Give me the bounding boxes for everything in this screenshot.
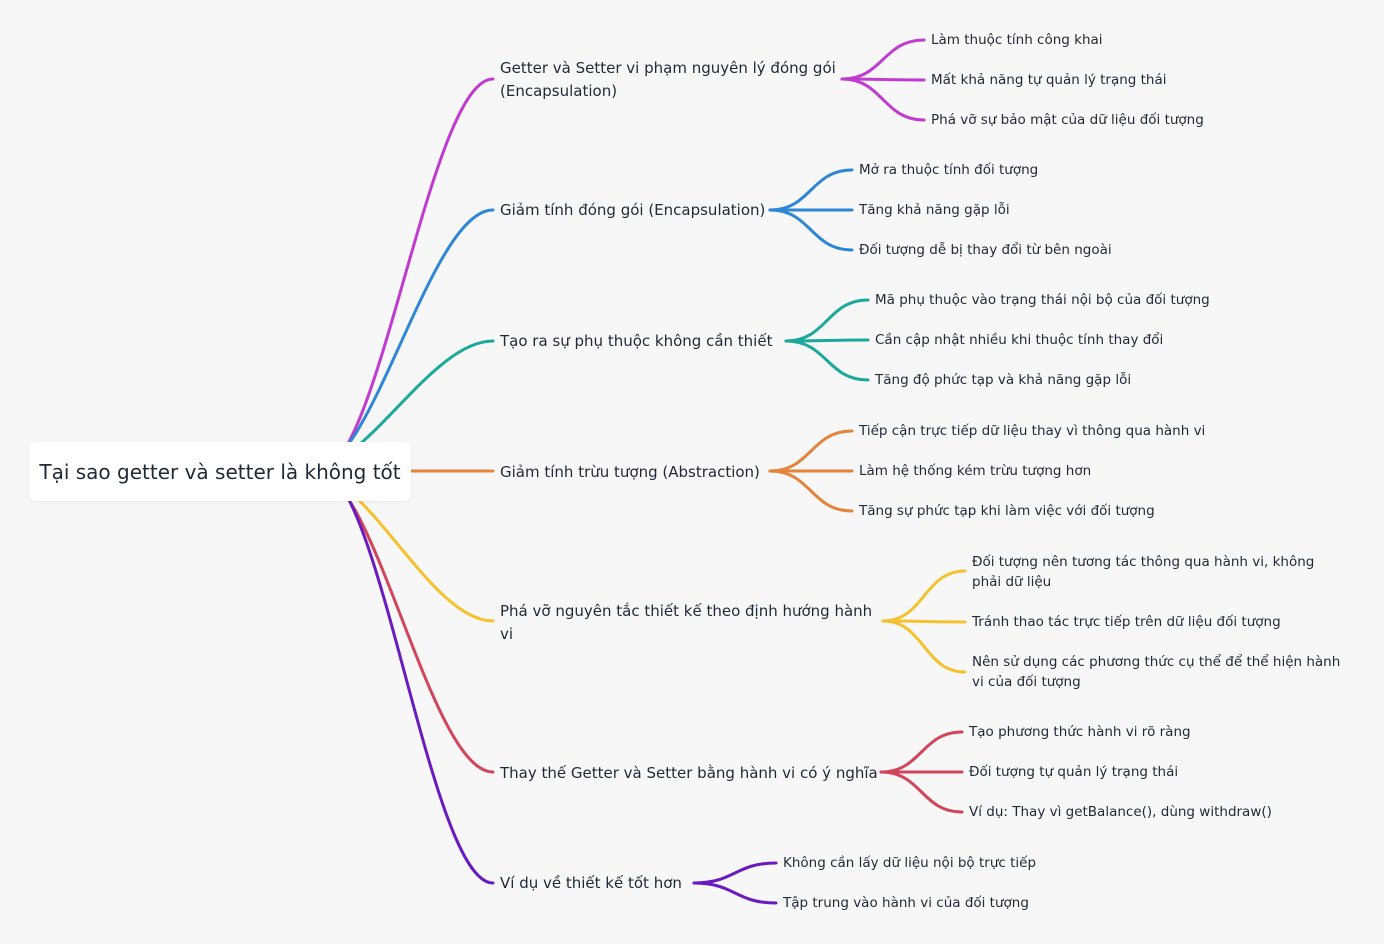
leaf-topic-label: Làm hệ thống kém trừu tượng hơn bbox=[859, 463, 1092, 479]
branch-topic-label: Phá vỡ nguyên tắc thiết kế theo định hướ… bbox=[500, 602, 873, 643]
leaf-topic-label: Đối tượng tự quản lý trạng thái bbox=[969, 764, 1179, 780]
leaf-connector bbox=[784, 298, 870, 343]
leaf-connector bbox=[768, 469, 854, 513]
leaf-topic-label: Tạo phương thức hành vi rõ ràng bbox=[969, 724, 1191, 740]
leaf-topic-label: Không cần lấy dữ liệu nội bộ trực tiếp bbox=[783, 855, 1037, 871]
branch-topic-label: Ví dụ về thiết kế tốt hơn bbox=[500, 874, 682, 892]
leaf-connector bbox=[881, 569, 967, 623]
leaf-topic-label: Tăng khả năng gặp lỗi bbox=[859, 202, 1010, 218]
leaf-connector bbox=[881, 619, 967, 674]
leaf-connector bbox=[879, 730, 964, 774]
leaf-topic[interactable]: Mất khả năng tự quản lý trạng thái bbox=[931, 70, 1167, 90]
branch-topic[interactable]: Phá vỡ nguyên tắc thiết kế theo định hướ… bbox=[500, 600, 880, 646]
leaf-topic-label: Tăng sự phức tạp khi làm việc với đối tư… bbox=[859, 503, 1155, 519]
root-connector bbox=[318, 77, 495, 473]
branch-topic-label: Giảm tính đóng gói (Encapsulation) bbox=[500, 201, 766, 219]
leaf-topic[interactable]: Làm hệ thống kém trừu tượng hơn bbox=[859, 461, 1091, 481]
branch-topic[interactable]: Tạo ra sự phụ thuộc không cần thiết bbox=[500, 330, 772, 353]
branch-topic[interactable]: Giảm tính đóng gói (Encapsulation) bbox=[500, 199, 765, 222]
leaf-connector bbox=[768, 208, 854, 252]
leaf-topic-label: Cần cập nhật nhiều khi thuộc tính thay đ… bbox=[875, 332, 1164, 348]
leaf-topic[interactable]: Cần cập nhật nhiều khi thuộc tính thay đ… bbox=[875, 330, 1163, 350]
branch-topic[interactable]: Thay thế Getter và Setter bằng hành vi c… bbox=[500, 762, 878, 785]
leaf-topic-label: Mã phụ thuộc vào trạng thái nội bộ của đ… bbox=[875, 292, 1210, 308]
leaf-topic[interactable]: Đối tượng tự quản lý trạng thái bbox=[969, 762, 1178, 782]
branch-topic[interactable]: Giảm tính trừu tượng (Abstraction) bbox=[500, 461, 760, 484]
leaf-topic-label: Phá vỡ sự bảo mật của dữ liệu đối tượng bbox=[931, 112, 1204, 128]
leaf-topic-label: Đối tượng nên tương tác thông qua hành v… bbox=[972, 554, 1315, 590]
leaf-topic[interactable]: Nên sử dụng các phương thức cụ thể để th… bbox=[972, 652, 1352, 692]
leaf-topic-label: Mở ra thuộc tính đối tượng bbox=[859, 162, 1039, 178]
leaf-topic-label: Tiếp cận trực tiếp dữ liệu thay vì thông… bbox=[859, 423, 1206, 439]
leaf-topic[interactable]: Tạo phương thức hành vi rõ ràng bbox=[969, 722, 1191, 742]
leaf-topic[interactable]: Ví dụ: Thay vì getBalance(), dùng withdr… bbox=[969, 802, 1272, 822]
root-connector bbox=[319, 469, 495, 885]
leaf-connector bbox=[768, 429, 854, 473]
leaf-connector bbox=[840, 77, 926, 122]
branch-topic[interactable]: Getter và Setter vi phạm nguyên lý đóng … bbox=[500, 57, 840, 103]
root-topic-label: Tại sao getter và setter là không tốt bbox=[39, 459, 401, 484]
branch-topic-label: Thay thế Getter và Setter bằng hành vi c… bbox=[500, 764, 878, 782]
leaf-topic[interactable]: Không cần lấy dữ liệu nội bộ trực tiếp bbox=[783, 853, 1036, 873]
leaf-topic[interactable]: Mở ra thuộc tính đối tượng bbox=[859, 160, 1038, 180]
leaf-topic-label: Đối tượng dễ bị thay đổi từ bên ngoài bbox=[859, 242, 1112, 258]
leaf-topic-label: Tăng độ phức tạp và khả năng gặp lỗi bbox=[875, 372, 1132, 388]
leaf-topic[interactable]: Mã phụ thuộc vào trạng thái nội bộ của đ… bbox=[875, 290, 1210, 310]
leaf-connector bbox=[692, 861, 778, 885]
leaf-connector bbox=[840, 38, 926, 81]
leaf-topic[interactable]: Tăng độ phức tạp và khả năng gặp lỗi bbox=[875, 370, 1131, 390]
leaf-connector bbox=[784, 339, 870, 382]
root-connector bbox=[313, 469, 495, 774]
branch-topic-label: Getter và Setter vi phạm nguyên lý đóng … bbox=[500, 59, 836, 100]
leaf-topic-label: Ví dụ: Thay vì getBalance(), dùng withdr… bbox=[969, 804, 1272, 820]
leaf-connector bbox=[768, 168, 854, 212]
leaf-connector bbox=[879, 770, 964, 814]
branch-topic[interactable]: Ví dụ về thiết kế tốt hơn bbox=[500, 872, 682, 895]
leaf-topic[interactable]: Tập trung vào hành vi của đối tượng bbox=[783, 893, 1029, 913]
branch-topic-label: Tạo ra sự phụ thuộc không cần thiết bbox=[500, 332, 773, 350]
leaf-topic[interactable]: Tiếp cận trực tiếp dữ liệu thay vì thông… bbox=[859, 421, 1205, 441]
leaf-topic[interactable]: Tránh thao tác trực tiếp trên dữ liệu đố… bbox=[972, 612, 1281, 632]
leaf-topic[interactable]: Tăng sự phức tạp khi làm việc với đối tư… bbox=[859, 501, 1155, 521]
leaf-topic[interactable]: Phá vỡ sự bảo mật của dữ liệu đối tượng bbox=[931, 110, 1204, 130]
leaf-topic[interactable]: Đối tượng nên tương tác thông qua hành v… bbox=[972, 552, 1342, 592]
leaf-topic[interactable]: Làm thuộc tính công khai bbox=[931, 30, 1103, 50]
root-connector bbox=[311, 208, 495, 473]
leaf-connector bbox=[692, 881, 778, 905]
leaf-topic-label: Nên sử dụng các phương thức cụ thể để th… bbox=[972, 654, 1341, 690]
leaf-topic[interactable]: Đối tượng dễ bị thay đổi từ bên ngoài bbox=[859, 240, 1112, 260]
root-topic[interactable]: Tại sao getter và setter là không tốt bbox=[29, 442, 411, 501]
leaf-topic-label: Tập trung vào hành vi của đối tượng bbox=[783, 895, 1029, 911]
leaf-topic[interactable]: Tăng khả năng gặp lỗi bbox=[859, 200, 1010, 220]
leaf-topic-label: Mất khả năng tự quản lý trạng thái bbox=[931, 72, 1167, 88]
branch-topic-label: Giảm tính trừu tượng (Abstraction) bbox=[500, 463, 760, 481]
leaf-topic-label: Làm thuộc tính công khai bbox=[931, 32, 1103, 48]
leaf-topic-label: Tránh thao tác trực tiếp trên dữ liệu đố… bbox=[972, 614, 1281, 630]
